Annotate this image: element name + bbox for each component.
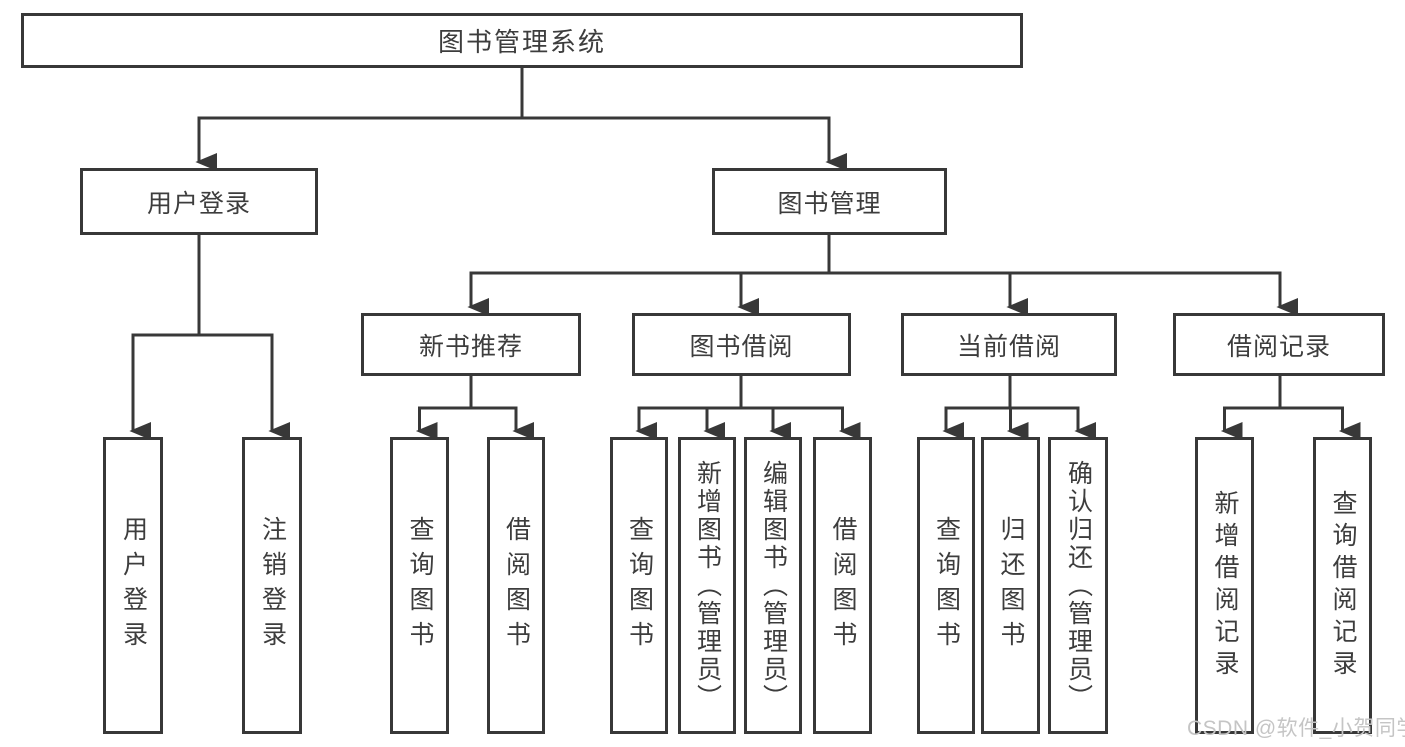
edge-current-borrowing-to-leaves — [942, 376, 1096, 440]
leaf-user-login: 用户登录 — [103, 437, 163, 734]
node-label: 编辑图书（管理员） — [759, 459, 788, 712]
csdn-watermark: CSDN @软件_小贺同学 — [1187, 717, 1405, 740]
node-new-book-recommend: 新书推荐 — [361, 313, 581, 376]
node-label: 图书借阅 — [689, 332, 794, 361]
node-label: 新增借阅记录 — [1211, 489, 1239, 682]
edge-book-borrowing-to-leaves — [635, 376, 861, 440]
leaf-recommend-query-books: 查询图书 — [390, 437, 449, 734]
leaf-recommend-borrow-books: 借阅图书 — [487, 437, 545, 734]
node-book-management: 图书管理 — [712, 168, 947, 235]
node-book-borrowing: 图书借阅 — [632, 313, 851, 376]
node-label: 新增图书（管理员） — [693, 459, 722, 712]
leaf-current-query-books: 查询图书 — [917, 437, 975, 734]
leaf-borrowing-query-books: 查询图书 — [610, 437, 668, 734]
edge-root-to-level2 — [195, 68, 847, 171]
node-label: 新书推荐 — [418, 332, 523, 361]
leaf-current-confirm-return-admin: 确认归还（管理员） — [1048, 437, 1108, 734]
edge-book-management-to-level3 — [467, 235, 1298, 316]
leaf-records-query-record: 查询借阅记录 — [1313, 437, 1372, 734]
edge-user-login-to-leaves — [129, 235, 290, 440]
node-label: 借阅图书 — [502, 515, 531, 656]
node-label: 用户登录 — [119, 515, 148, 656]
leaf-borrowing-edit-books-admin: 编辑图书（管理员） — [744, 437, 802, 734]
edge-new-book-recommend-to-leaves — [415, 376, 534, 440]
node-label: 查询图书 — [932, 515, 961, 656]
leaf-current-return-books: 归还图书 — [981, 437, 1040, 734]
node-label: 当前借阅 — [956, 332, 1061, 361]
node-label: 借阅记录 — [1226, 332, 1331, 361]
leaf-borrowing-borrow-books: 借阅图书 — [813, 437, 872, 734]
node-label: 确认归还（管理员） — [1064, 459, 1093, 712]
leaf-records-add-record: 新增借阅记录 — [1195, 437, 1254, 734]
node-label: 归还图书 — [997, 515, 1025, 656]
node-label: 注销登录 — [258, 515, 287, 656]
node-current-borrowing: 当前借阅 — [901, 313, 1117, 376]
node-label: 查询图书 — [406, 515, 434, 656]
node-label: 图书管理 — [777, 189, 882, 218]
node-label: 图书管理系统 — [437, 27, 606, 57]
node-system-root: 图书管理系统 — [21, 13, 1023, 68]
node-label: 借阅图书 — [829, 515, 857, 656]
node-user-login: 用户登录 — [80, 168, 318, 235]
node-label: 查询图书 — [625, 515, 654, 656]
node-borrowing-records: 借阅记录 — [1173, 313, 1385, 376]
edge-borrowing-records-to-leaves — [1220, 376, 1361, 440]
leaf-borrowing-add-books-admin: 新增图书（管理员） — [678, 437, 736, 734]
leaf-logout: 注销登录 — [242, 437, 302, 734]
node-label: 用户登录 — [146, 189, 251, 218]
node-label: 查询借阅记录 — [1329, 489, 1357, 682]
